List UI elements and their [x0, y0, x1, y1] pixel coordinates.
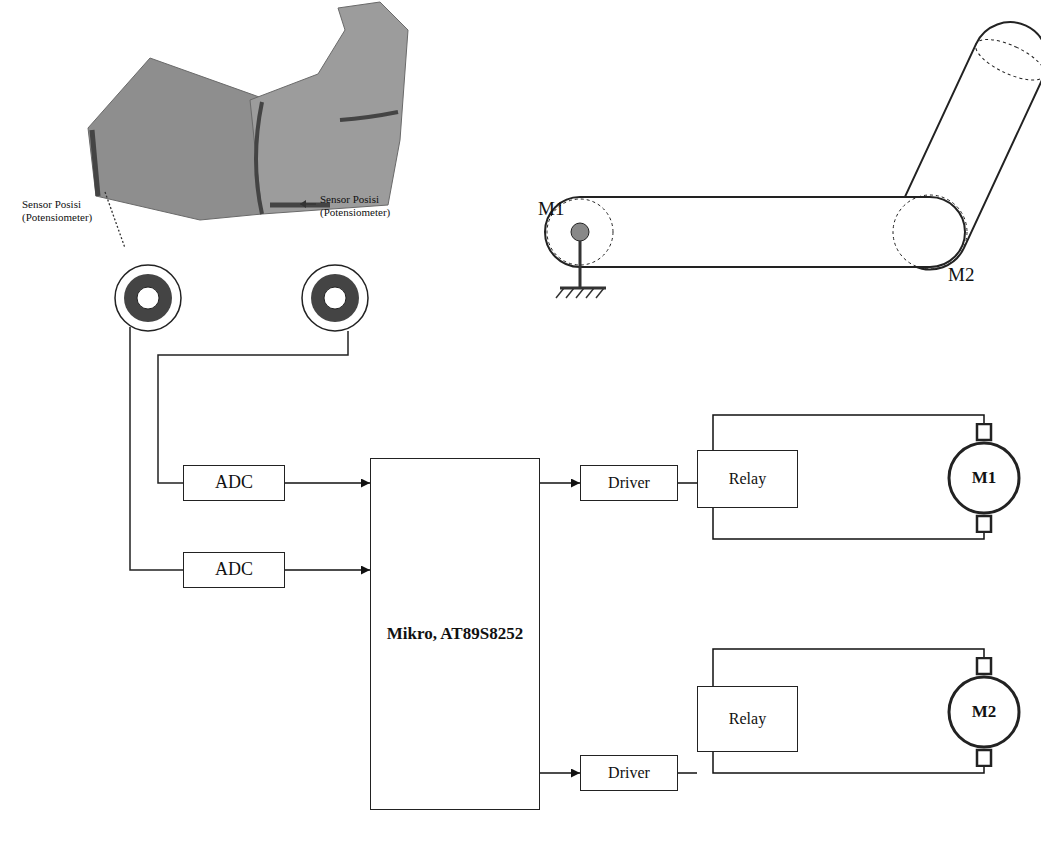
- node-text: Driver: [608, 764, 650, 782]
- connector: [678, 772, 697, 774]
- node-text: ADC: [215, 473, 253, 493]
- connector: [713, 649, 984, 686]
- sensor-wire: [158, 331, 348, 483]
- connector: [285, 569, 370, 571]
- connector: [713, 752, 984, 773]
- sensor-wire: [130, 327, 183, 570]
- robot-arm: [545, 10, 1041, 298]
- connector: [285, 482, 370, 484]
- motor-label: M1: [538, 198, 578, 220]
- relay-box: Relay: [697, 686, 798, 752]
- motor-label: M2: [948, 264, 988, 286]
- sensor-label: Sensor Posisi (Potensiometer): [22, 198, 117, 223]
- microcontroller-box: Mikro, AT89S8252: [370, 458, 540, 810]
- driver-box: Driver: [580, 755, 678, 791]
- relay-box: Relay: [697, 450, 798, 508]
- node-text: M1: [972, 469, 997, 488]
- adc-box: ADC: [183, 552, 285, 588]
- dc-motor: M1: [944, 423, 1024, 533]
- sensor-label: Sensor Posisi (Potensiometer): [320, 193, 420, 218]
- connector: [678, 482, 697, 484]
- connector: [540, 482, 580, 484]
- potentiometer-symbol: [302, 265, 368, 331]
- connector: [713, 415, 984, 450]
- node-text: Relay: [729, 470, 766, 488]
- connector: [540, 772, 580, 774]
- driver-box: Driver: [580, 465, 678, 501]
- node-text: M2: [972, 703, 997, 722]
- node-text: Mikro, AT89S8252: [387, 625, 523, 644]
- node-text: Relay: [729, 710, 766, 728]
- potentiometer-symbol: [115, 265, 181, 331]
- adc-box: ADC: [183, 465, 285, 501]
- node-text: ADC: [215, 560, 253, 580]
- connector: [713, 508, 984, 539]
- node-text: Driver: [608, 474, 650, 492]
- dc-motor: M2: [944, 657, 1024, 767]
